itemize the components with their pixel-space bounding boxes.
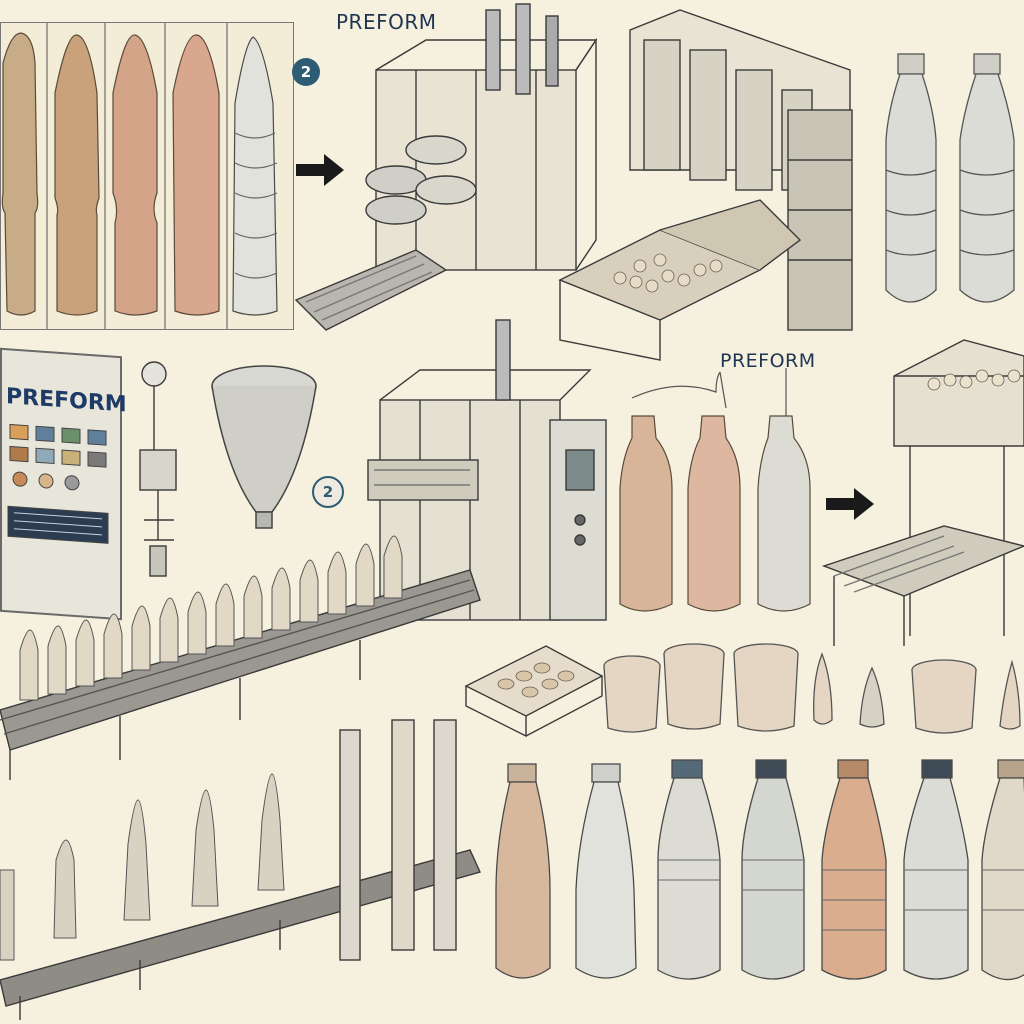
conveyor-icon: [0, 535, 481, 780]
preform-set-illustration: [1, 23, 278, 329]
bottle-icon: [687, 415, 741, 612]
preform-crate: [464, 645, 604, 738]
bottle-icon: [619, 415, 673, 612]
cap-icon: [663, 643, 725, 730]
bottle-icon: [903, 759, 969, 980]
control-panel-sign: PREFORM: [0, 347, 127, 621]
bottle-icon: [981, 759, 1024, 981]
funnel-icon: [211, 365, 317, 529]
preform-icon: [999, 659, 1021, 730]
preform-icon: [859, 666, 885, 728]
preform-3: [112, 34, 158, 316]
preform-panels: [0, 22, 294, 330]
control-panel-icon: [7, 423, 109, 544]
bottle-icon: [575, 763, 637, 979]
step-badge-mid: 2: [312, 476, 344, 508]
intermediate-bottles: [619, 368, 811, 612]
cap-icon: [603, 655, 661, 733]
preform-label-top: PREFORM: [336, 10, 437, 34]
right-arrow-icon: [296, 154, 344, 186]
preform-sign-title: PREFORM: [6, 384, 127, 418]
cap-icon: [733, 643, 799, 732]
preform-5-clear: [232, 36, 278, 316]
bottle-icon: [741, 759, 805, 980]
bottle-icon: [885, 53, 937, 303]
preform-4: [172, 34, 220, 316]
cap-icon: [911, 659, 977, 734]
bottle-icon: [657, 759, 721, 980]
finished-bottles-top: [885, 53, 1015, 303]
right-arrow-icon: [826, 488, 874, 520]
bottle-icon: [821, 759, 887, 980]
preform-2: [54, 34, 100, 316]
storage-racks-and-crates: [558, 9, 853, 361]
bottle-icon: [757, 415, 811, 612]
preform-hopper-machine: [821, 339, 1024, 646]
blow-molding-machine: [294, 3, 598, 331]
bottle-icon: [495, 763, 551, 979]
preform-1: [1, 32, 39, 316]
finished-bottles-bottom: [495, 759, 1024, 981]
cap-icon-row: [603, 643, 1021, 734]
valve-assembly: [139, 361, 177, 577]
step-badge-top: 2: [292, 58, 320, 86]
bottle-icon: [959, 53, 1015, 303]
preform-icon: [813, 652, 833, 725]
preform-label-mid: PREFORM: [720, 350, 816, 372]
bottling-line-conveyor: [0, 719, 481, 1020]
